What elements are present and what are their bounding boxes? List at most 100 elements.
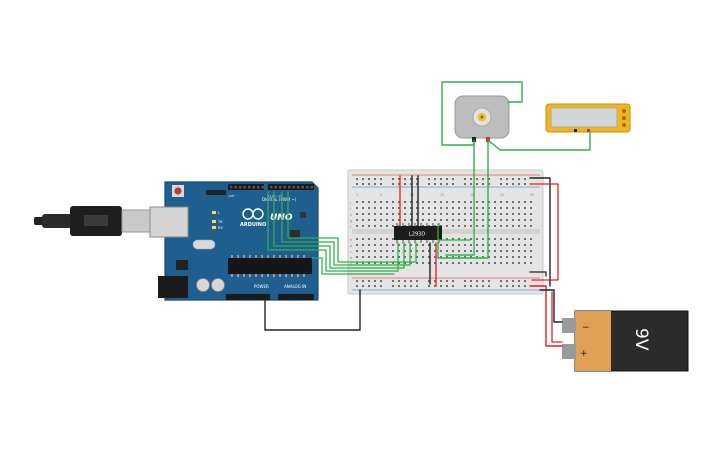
breadboard-hole[interactable] bbox=[356, 250, 358, 252]
breadboard-hole[interactable] bbox=[368, 201, 370, 203]
breadboard-hole[interactable] bbox=[524, 225, 526, 227]
breadboard-hole[interactable] bbox=[470, 178, 472, 180]
breadboard-hole[interactable] bbox=[410, 201, 412, 203]
breadboard-hole[interactable] bbox=[416, 280, 418, 282]
breadboard-hole[interactable] bbox=[500, 225, 502, 227]
breadboard-hole[interactable] bbox=[398, 262, 400, 264]
wire-d10[interactable] bbox=[287, 191, 417, 263]
dc-motor-icon[interactable] bbox=[454, 95, 510, 142]
breadboard-hole[interactable] bbox=[374, 262, 376, 264]
breadboard-hole[interactable] bbox=[470, 256, 472, 258]
breadboard-hole[interactable] bbox=[518, 207, 520, 209]
breadboard-hole[interactable] bbox=[452, 244, 454, 246]
breadboard-hole[interactable] bbox=[428, 262, 430, 264]
breadboard-hole[interactable] bbox=[434, 250, 436, 252]
breadboard-hole[interactable] bbox=[416, 250, 418, 252]
breadboard-hole[interactable] bbox=[416, 207, 418, 209]
breadboard-hole[interactable] bbox=[440, 280, 442, 282]
breadboard-hole[interactable] bbox=[500, 201, 502, 203]
breadboard-hole[interactable] bbox=[512, 244, 514, 246]
breadboard-hole[interactable] bbox=[470, 244, 472, 246]
breadboard-hole[interactable] bbox=[524, 238, 526, 240]
breadboard-hole[interactable] bbox=[512, 219, 514, 221]
breadboard-hole[interactable] bbox=[470, 285, 472, 287]
breadboard-hole[interactable] bbox=[356, 213, 358, 215]
breadboard-hole[interactable] bbox=[392, 250, 394, 252]
breadboard-hole[interactable] bbox=[530, 219, 532, 221]
breadboard-hole[interactable] bbox=[494, 207, 496, 209]
breadboard-hole[interactable] bbox=[362, 213, 364, 215]
breadboard-hole[interactable] bbox=[518, 183, 520, 185]
breadboard-hole[interactable] bbox=[404, 280, 406, 282]
breadboard-hole[interactable] bbox=[404, 201, 406, 203]
breadboard-hole[interactable] bbox=[482, 219, 484, 221]
breadboard-hole[interactable] bbox=[374, 183, 376, 185]
breadboard-hole[interactable] bbox=[524, 178, 526, 180]
breadboard-hole[interactable] bbox=[356, 207, 358, 209]
breadboard-hole[interactable] bbox=[476, 213, 478, 215]
breadboard-hole[interactable] bbox=[464, 178, 466, 180]
breadboard-hole[interactable] bbox=[398, 183, 400, 185]
breadboard-hole[interactable] bbox=[500, 244, 502, 246]
breadboard-hole[interactable] bbox=[398, 285, 400, 287]
breadboard-hole[interactable] bbox=[410, 207, 412, 209]
breadboard-hole[interactable] bbox=[410, 280, 412, 282]
breadboard-hole[interactable] bbox=[506, 280, 508, 282]
breadboard-hole[interactable] bbox=[500, 250, 502, 252]
breadboard-hole[interactable] bbox=[440, 262, 442, 264]
breadboard-hole[interactable] bbox=[494, 238, 496, 240]
breadboard-hole[interactable] bbox=[524, 207, 526, 209]
breadboard-hole[interactable] bbox=[476, 238, 478, 240]
breadboard-hole[interactable] bbox=[482, 178, 484, 180]
multimeter[interactable] bbox=[545, 103, 631, 133]
breadboard-hole[interactable] bbox=[380, 244, 382, 246]
breadboard-hole[interactable] bbox=[356, 238, 358, 240]
breadboard-hole[interactable] bbox=[428, 201, 430, 203]
breadboard-hole[interactable] bbox=[392, 238, 394, 240]
breadboard-hole[interactable] bbox=[410, 250, 412, 252]
breadboard-hole[interactable] bbox=[434, 178, 436, 180]
breadboard-hole[interactable] bbox=[482, 285, 484, 287]
breadboard-hole[interactable] bbox=[482, 213, 484, 215]
breadboard-hole[interactable] bbox=[482, 250, 484, 252]
breadboard-hole[interactable] bbox=[416, 219, 418, 221]
breadboard-hole[interactable] bbox=[410, 219, 412, 221]
breadboard-hole[interactable] bbox=[488, 262, 490, 264]
breadboard-hole[interactable] bbox=[404, 213, 406, 215]
breadboard-hole[interactable] bbox=[416, 256, 418, 258]
breadboard-hole[interactable] bbox=[488, 244, 490, 246]
breadboard-hole[interactable] bbox=[500, 213, 502, 215]
breadboard-hole[interactable] bbox=[362, 201, 364, 203]
breadboard-hole[interactable] bbox=[446, 213, 448, 215]
breadboard-hole[interactable] bbox=[476, 285, 478, 287]
breadboard-hole[interactable] bbox=[506, 225, 508, 227]
wire-d13[interactable] bbox=[267, 191, 399, 272]
breadboard-hole[interactable] bbox=[356, 183, 358, 185]
breadboard-hole[interactable] bbox=[452, 219, 454, 221]
wire-motor-multimeter-b[interactable] bbox=[487, 131, 591, 151]
breadboard-hole[interactable] bbox=[446, 225, 448, 227]
breadboard-hole[interactable] bbox=[374, 244, 376, 246]
breadboard-hole[interactable] bbox=[392, 207, 394, 209]
breadboard-hole[interactable] bbox=[518, 238, 520, 240]
breadboard-hole[interactable] bbox=[470, 201, 472, 203]
breadboard-hole[interactable] bbox=[452, 201, 454, 203]
breadboard-hole[interactable] bbox=[410, 213, 412, 215]
breadboard-hole[interactable] bbox=[422, 244, 424, 246]
breadboard-hole[interactable] bbox=[446, 178, 448, 180]
breadboard-hole[interactable] bbox=[434, 213, 436, 215]
breadboard-hole[interactable] bbox=[524, 262, 526, 264]
breadboard-hole[interactable] bbox=[458, 201, 460, 203]
breadboard[interactable]: j i h g f e d c b a 1 5 10 15 20 25 30 bbox=[347, 169, 544, 295]
breadboard-hole[interactable] bbox=[374, 219, 376, 221]
breadboard-hole[interactable] bbox=[398, 219, 400, 221]
breadboard-hole[interactable] bbox=[368, 213, 370, 215]
breadboard-hole[interactable] bbox=[524, 201, 526, 203]
arduino-uno-board[interactable]: AREF 13 12 ~11 DIGITAL (PWM ~) ARDUINO U… bbox=[149, 181, 319, 301]
breadboard-hole[interactable] bbox=[464, 207, 466, 209]
breadboard-hole[interactable] bbox=[368, 262, 370, 264]
breadboard-hole[interactable] bbox=[356, 280, 358, 282]
breadboard-hole[interactable] bbox=[482, 244, 484, 246]
breadboard-hole[interactable] bbox=[404, 262, 406, 264]
breadboard-hole[interactable] bbox=[380, 225, 382, 227]
